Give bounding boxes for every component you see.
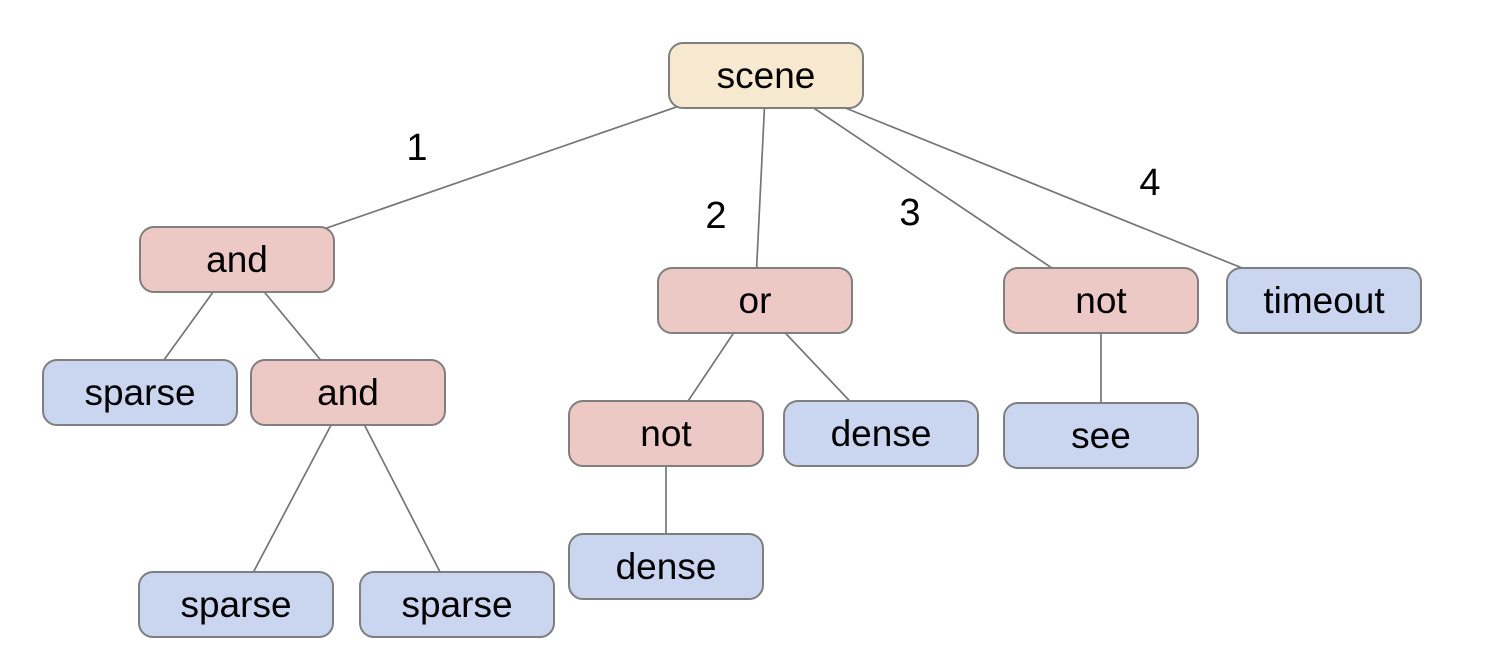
- node-or: or: [657, 267, 853, 334]
- edge-scene-not: [765, 75, 1102, 302]
- node-sparse-3: sparse: [359, 571, 555, 638]
- node-see: see: [1003, 402, 1199, 469]
- edge-label-4: 4: [1139, 162, 1161, 204]
- node-not-1: not: [1003, 267, 1199, 334]
- node-not-2: not: [568, 400, 764, 467]
- node-dense-2: dense: [568, 533, 764, 600]
- edge-and2-sparse-l: [235, 392, 349, 606]
- edge-and2-sparse-r: [347, 392, 458, 606]
- edge-label-2: 2: [705, 195, 727, 237]
- node-sparse-2: sparse: [138, 571, 334, 638]
- node-sparse-1: sparse: [42, 359, 238, 426]
- node-scene: scene: [668, 42, 864, 109]
- node-and-2: and: [250, 359, 446, 426]
- edge-label-1: 1: [406, 127, 428, 169]
- node-timeout: timeout: [1226, 267, 1422, 334]
- edge-label-3: 3: [899, 192, 921, 234]
- node-and-1: and: [139, 226, 335, 293]
- node-dense-1: dense: [783, 400, 979, 467]
- edge-scene-timeout: [765, 75, 1325, 302]
- edge-scene-or: [754, 75, 767, 302]
